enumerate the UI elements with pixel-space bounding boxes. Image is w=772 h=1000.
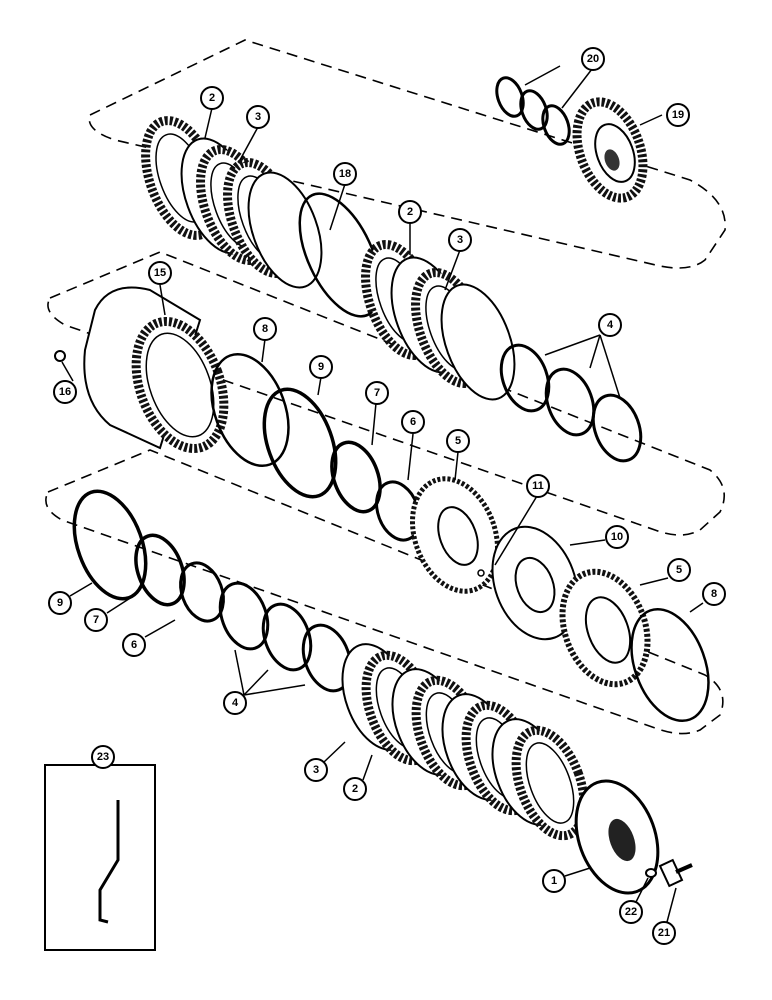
callout-label: 4 (607, 319, 614, 331)
plug-16 (54, 350, 66, 362)
middle-clutch-pack (361, 240, 643, 463)
thrust-washer (218, 581, 270, 651)
hub-19 (572, 97, 648, 203)
bolt-21 (658, 858, 693, 888)
snap-ring (298, 192, 382, 318)
seal-ring (519, 89, 549, 131)
callout-label: 15 (154, 267, 166, 279)
callout-label: 11 (532, 480, 544, 492)
callout-21: 21 (652, 921, 676, 945)
callout-label: 6 (131, 639, 137, 651)
callout-2-bottom: 2 (343, 777, 367, 801)
backing-plate (574, 779, 660, 895)
callout-5-middle: 5 (446, 429, 470, 453)
callout-11: 11 (526, 474, 550, 498)
callout-9-middle: 9 (309, 355, 333, 379)
callout-label: 2 (407, 206, 413, 218)
callout-3-middle: 3 (448, 228, 472, 252)
callout-15: 15 (148, 261, 172, 285)
callout-20: 20 (581, 47, 605, 71)
callout-6-middle: 6 (401, 410, 425, 434)
callout-1: 1 (542, 869, 566, 893)
callout-22: 22 (619, 900, 643, 924)
middle-group-outline (47, 251, 726, 536)
callout-8-middle: 8 (253, 317, 277, 341)
callout-10: 10 (605, 525, 629, 549)
callout-label: 6 (410, 416, 416, 428)
callout-7-bottom: 7 (84, 608, 108, 632)
callout-18: 18 (333, 162, 357, 186)
callout-label: 7 (93, 614, 99, 626)
callout-label: 16 (59, 386, 71, 398)
callout-5-right: 5 (667, 558, 691, 582)
callout-label: 5 (455, 435, 461, 447)
callout-label: 1 (551, 875, 557, 887)
callout-label: 4 (232, 697, 239, 709)
thrust-washer (261, 602, 313, 672)
seal-ring (495, 76, 525, 118)
callout-label: 10 (611, 531, 623, 543)
callout-4-middle: 4 (598, 313, 622, 337)
callout-label: 2 (209, 92, 215, 104)
seal-ring-7-bottom (134, 533, 186, 607)
callout-label: 8 (262, 323, 268, 335)
seal-ring-6-bottom (179, 561, 225, 623)
seal-ring-7 (330, 440, 382, 514)
leader-lines (61, 65, 704, 923)
seal-ring-8 (210, 352, 290, 468)
clutch-drum (83, 286, 229, 454)
callout-6-bottom: 6 (122, 633, 146, 657)
bottom-clutch-pack (341, 643, 589, 841)
callout-label: 19 (672, 109, 684, 121)
callout-label: 3 (255, 111, 261, 123)
callout-label: 22 (625, 906, 637, 918)
callout-label: 8 (711, 588, 717, 600)
callout-3-top: 3 (246, 105, 270, 129)
callout-label: 18 (339, 168, 351, 180)
callout-label: 21 (658, 927, 670, 939)
callout-23: 23 (91, 745, 115, 769)
top-clutch-pack (141, 116, 323, 289)
piston-5-right (559, 568, 651, 688)
callout-4-bottom: 4 (223, 691, 247, 715)
callout-8-right: 8 (702, 582, 726, 606)
inset-tube-diagram (44, 764, 156, 951)
callout-label: 20 (587, 53, 599, 65)
callout-label: 9 (57, 597, 63, 609)
seal-ring-9-bottom (72, 489, 148, 601)
seal-ring (541, 104, 571, 146)
callout-label: 3 (457, 234, 463, 246)
seal-ring-8-right (630, 607, 710, 723)
bottom-group-outline (45, 449, 724, 735)
callout-label: 2 (352, 783, 358, 795)
callout-3-bottom: 3 (304, 758, 328, 782)
piston-5 (409, 476, 501, 594)
callout-16: 16 (53, 380, 77, 404)
disc-10 (491, 525, 579, 641)
callout-label: 23 (97, 751, 109, 763)
callout-7-middle: 7 (365, 381, 389, 405)
callout-label: 9 (318, 361, 324, 373)
callout-label: 5 (676, 564, 682, 576)
callout-label: 3 (313, 764, 319, 776)
callout-2-middle: 2 (398, 200, 422, 224)
ball-11 (477, 569, 485, 577)
callout-label: 7 (374, 387, 380, 399)
callout-19: 19 (666, 103, 690, 127)
seal-ring-9 (262, 387, 338, 499)
thrust-washer (301, 623, 353, 693)
washer-22 (645, 868, 657, 878)
callout-2-top: 2 (200, 86, 224, 110)
callout-9-bottom: 9 (48, 591, 72, 615)
